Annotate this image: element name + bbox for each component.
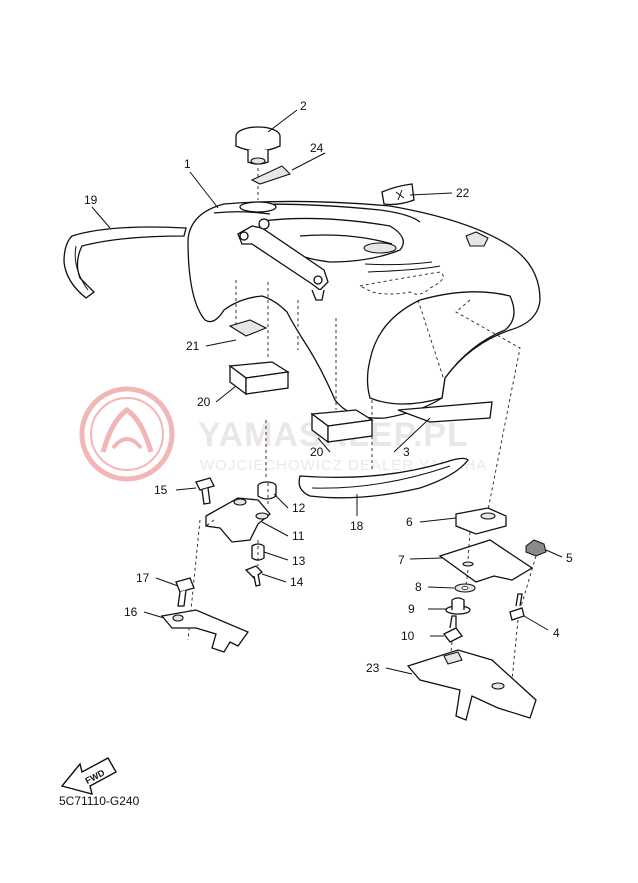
callout-21: 21 [186, 339, 200, 353]
fuel-pump-bracket [237, 218, 329, 301]
leader-lines [91, 109, 563, 675]
callout-14: 14 [290, 575, 304, 589]
heat-plate [397, 401, 493, 423]
callout-10: 10 [401, 629, 415, 643]
bottom-damper-strip [298, 457, 469, 499]
callout-4: 4 [553, 626, 560, 640]
callout-19: 19 [84, 193, 98, 207]
callout-12: 12 [292, 501, 306, 515]
callout-13: 13 [292, 554, 306, 568]
callout-8: 8 [415, 580, 422, 594]
callout-22: 22 [456, 186, 470, 200]
callout-5: 5 [566, 551, 573, 565]
caution-label [250, 165, 292, 185]
fwd-direction-arrow: FWD [60, 757, 117, 795]
callout-16: 16 [124, 605, 138, 619]
diagram-code: 5C71110-G240 [59, 794, 140, 808]
yamaha-tuning-fork-icon [79, 386, 175, 482]
tank-pads [228, 280, 374, 444]
callout-labels: 1 2 3 4 5 6 7 8 9 10 11 12 13 14 15 16 1… [84, 99, 573, 675]
callout-20-left: 20 [197, 395, 211, 409]
callout-15: 15 [154, 483, 168, 497]
callout-11: 11 [292, 529, 305, 543]
callout-20-right: 20 [310, 445, 324, 459]
rear-mount-assembly [406, 507, 547, 721]
side-cushion-strip [63, 226, 187, 299]
callout-6: 6 [406, 515, 413, 529]
callout-7: 7 [398, 553, 405, 567]
callout-23: 23 [366, 661, 380, 675]
emblem-decal [381, 183, 415, 206]
callout-9: 9 [408, 602, 415, 616]
callout-3: 3 [403, 445, 410, 459]
fuel-cap [235, 126, 281, 200]
callout-1: 1 [184, 157, 191, 171]
callout-2: 2 [300, 99, 307, 113]
callout-24: 24 [310, 141, 324, 155]
callout-17: 17 [136, 571, 150, 585]
front-mount-assembly [160, 420, 277, 653]
callout-18: 18 [350, 519, 364, 533]
